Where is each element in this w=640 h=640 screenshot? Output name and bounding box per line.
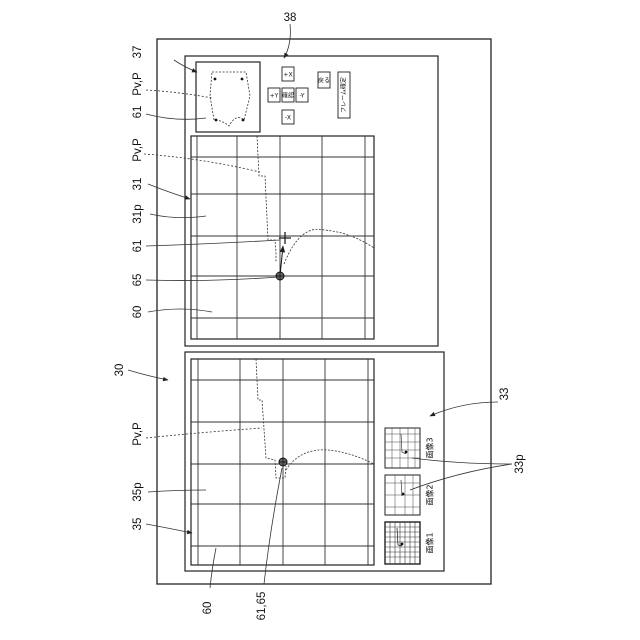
back-button[interactable]: 戻る bbox=[318, 72, 330, 88]
plus-x-label: +X bbox=[283, 72, 292, 79]
leader-31p bbox=[150, 214, 206, 218]
leader-61-65 bbox=[264, 468, 282, 584]
outline-corner-point bbox=[241, 78, 244, 81]
reference-labels: 38 37 Pv,P 61 Pv,P 31 31p 61 65 60 30 Pv… bbox=[114, 12, 526, 620]
plus-y-button[interactable]: +Y bbox=[268, 88, 280, 102]
label-35: 35 bbox=[132, 518, 144, 531]
leader-61-mid bbox=[146, 240, 280, 246]
plus-x-button[interactable]: +X bbox=[282, 67, 294, 81]
leader-38 bbox=[284, 24, 290, 58]
workpiece-outline bbox=[257, 136, 276, 262]
leader-61-top bbox=[146, 114, 206, 119]
captured-edge-curve bbox=[286, 450, 374, 470]
label-33: 33 bbox=[499, 388, 511, 401]
plus-y-label: +Y bbox=[270, 93, 279, 100]
reference-crosshair bbox=[279, 232, 291, 244]
label-31: 31 bbox=[132, 178, 144, 191]
thumbnail-image-3[interactable] bbox=[385, 428, 420, 468]
frame-confirm-button[interactable]: フレーム確定 bbox=[338, 72, 350, 118]
upper-panel bbox=[185, 56, 438, 346]
control-button-group: +X +Y 確認 -Y -X 戻る フレーム確定 bbox=[268, 67, 350, 124]
label-pvp-2: Pv,P bbox=[132, 138, 144, 162]
workpiece-edge-curve bbox=[284, 229, 374, 264]
label-pvp-1: Pv,P bbox=[132, 72, 144, 96]
label-61-65: 61,65 bbox=[256, 592, 268, 621]
leader-31 bbox=[148, 184, 190, 199]
label-61-mid: 61 bbox=[132, 240, 144, 253]
back-label: 戻る bbox=[318, 77, 330, 85]
label-30: 30 bbox=[114, 364, 126, 377]
thumbnail-label-3: 画像3 bbox=[425, 437, 435, 458]
outline-preview-box bbox=[196, 62, 260, 132]
outline-preview-shape bbox=[210, 72, 250, 126]
confirm-button[interactable]: 確認 bbox=[282, 88, 294, 102]
confirm-label: 確認 bbox=[282, 92, 294, 100]
leader-60-bottom bbox=[210, 548, 216, 588]
move-arrow bbox=[280, 246, 283, 276]
label-65: 65 bbox=[132, 274, 144, 287]
minus-x-button[interactable]: -X bbox=[282, 110, 294, 124]
label-33p: 33p bbox=[514, 454, 526, 473]
label-37: 37 bbox=[132, 46, 144, 59]
thumbnail-label-2: 画像2 bbox=[425, 484, 435, 505]
label-35p: 35p bbox=[132, 482, 144, 501]
label-60-bottom: 60 bbox=[202, 602, 214, 615]
minus-x-label: -X bbox=[285, 115, 291, 122]
thumbnail-label-1: 画像1 bbox=[425, 532, 435, 553]
outline-corner-point bbox=[214, 78, 217, 81]
label-61-top: 61 bbox=[132, 106, 144, 119]
leader-pvp-3 bbox=[146, 428, 262, 438]
minus-y-label: -Y bbox=[299, 93, 304, 100]
leader-30 bbox=[128, 370, 168, 380]
label-pvp-3: Pv,P bbox=[132, 422, 144, 446]
leader-33 bbox=[430, 402, 498, 416]
outline-corner-point bbox=[242, 119, 245, 122]
leader-65 bbox=[146, 277, 278, 281]
label-38: 38 bbox=[284, 12, 297, 24]
label-60-top: 60 bbox=[132, 306, 144, 319]
frame-confirm-label: フレーム確定 bbox=[340, 77, 348, 113]
thumbnail-image-2[interactable] bbox=[385, 475, 420, 515]
outline-corner-point bbox=[215, 119, 218, 122]
leader-pvp-1 bbox=[146, 90, 212, 98]
thumbnail-image-1[interactable] bbox=[385, 522, 420, 564]
label-31p: 31p bbox=[132, 204, 144, 223]
minus-y-button[interactable]: -Y bbox=[296, 88, 308, 102]
